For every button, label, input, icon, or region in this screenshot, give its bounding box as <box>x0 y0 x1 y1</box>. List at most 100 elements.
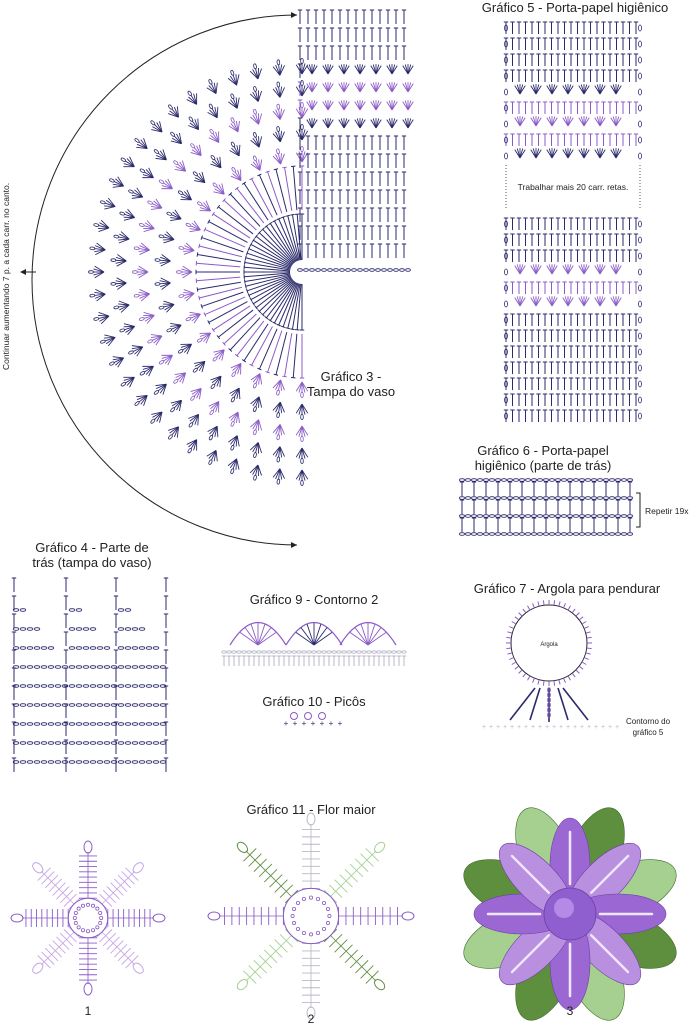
chain-stitch <box>61 684 69 688</box>
chain-stitch <box>615 532 622 536</box>
fan-stitch <box>578 149 585 159</box>
picot-loop <box>318 712 326 720</box>
fan-stitch <box>218 184 225 195</box>
ray-stitch <box>284 167 293 211</box>
stitch-top-bar <box>254 234 258 239</box>
ring-stitch <box>537 679 540 685</box>
chain-stitch <box>470 514 477 518</box>
stitch-top-bar <box>244 255 247 261</box>
fan-stitch <box>279 424 283 436</box>
plus-stitch: + <box>524 724 528 731</box>
fan-stitch <box>322 101 329 111</box>
fan-stitch <box>176 106 179 118</box>
fan-stitch <box>583 296 588 307</box>
fan-stitch <box>278 424 281 436</box>
stitch-top-bar <box>243 279 246 284</box>
fan-stitch <box>98 312 110 317</box>
chain-stitch <box>47 646 55 650</box>
fan-stitch <box>301 129 306 141</box>
ray-stitch <box>275 169 288 213</box>
chain-stitch <box>276 478 281 485</box>
arm-tip-loop <box>83 982 93 996</box>
fan-stitch <box>230 175 242 181</box>
ray-stitch <box>212 305 251 331</box>
chain-stitch <box>93 223 100 227</box>
fan-stitch <box>189 228 201 231</box>
fan-stitch <box>143 365 154 373</box>
chain-stitch <box>482 496 489 500</box>
plus-stitch: + <box>302 719 307 728</box>
fan-stitch <box>190 94 198 105</box>
chain-stitch <box>585 532 592 536</box>
chain-stitch <box>109 361 115 366</box>
chain-stitch <box>96 665 104 669</box>
chain-stitch <box>494 478 501 482</box>
chain-stitch <box>47 703 55 707</box>
fan-stitch <box>359 65 366 75</box>
fan-stitch <box>535 149 542 159</box>
fan-stitch <box>175 372 186 378</box>
fan-stitch <box>356 82 361 93</box>
fan-stitch <box>236 97 240 109</box>
fan-stitch <box>599 296 604 307</box>
fan-stitch <box>210 375 222 381</box>
chain-stitch <box>26 627 34 631</box>
fan-stitch <box>306 119 313 129</box>
fan-stitch <box>275 446 281 457</box>
fan-stitch <box>211 426 218 437</box>
fan-stitch <box>275 402 281 413</box>
chain-stitch <box>147 200 153 205</box>
chain-stitch <box>110 684 118 688</box>
center-stitch <box>73 910 78 915</box>
fan-stitch <box>143 311 155 316</box>
fan-stitch <box>177 163 186 172</box>
chain-stitch <box>504 284 508 292</box>
fan-stitch <box>229 387 240 394</box>
ray-stitch <box>245 257 291 270</box>
chain-stitch <box>504 120 508 128</box>
chain-stitch <box>504 236 508 244</box>
fan-stitch <box>197 414 199 426</box>
fan-stitch <box>516 264 521 275</box>
fan-stitch <box>404 100 409 111</box>
chain-stitch <box>110 282 117 286</box>
chain-stitch <box>103 760 111 764</box>
fan-stitch <box>140 139 148 149</box>
fan-stitch <box>170 217 182 220</box>
chain-stitch <box>555 514 562 518</box>
chain-stitch <box>176 270 182 274</box>
fan-stitch <box>216 106 219 118</box>
chain-stitch <box>464 514 471 518</box>
ray-stitch <box>258 328 278 370</box>
fan-stitch <box>567 297 574 307</box>
fan-stitch <box>272 110 281 120</box>
fan-stitch <box>123 163 135 168</box>
chart-3-pointer-head <box>20 269 26 275</box>
fan-stitch <box>324 82 329 93</box>
ray-stitch <box>258 174 278 216</box>
chain-stitch <box>401 650 407 654</box>
ring-stitch <box>575 612 580 617</box>
plus-stitch: + <box>517 724 521 731</box>
chain-stitch <box>124 665 132 669</box>
stitch-top-bar <box>222 198 226 203</box>
fan-stitch <box>186 439 197 445</box>
chain-stitch <box>150 120 156 126</box>
fan-stitch <box>232 458 238 470</box>
fan-stitch <box>181 372 187 384</box>
center-stitch <box>290 914 295 919</box>
fan-stitch <box>115 357 124 366</box>
chain-stitch <box>331 650 337 654</box>
fan-stitch <box>327 118 332 129</box>
chain-stitch <box>132 270 138 274</box>
fan-stitch <box>298 381 303 393</box>
fan-stitch <box>535 297 542 307</box>
chain-stitch <box>212 182 218 188</box>
strand-stitch <box>557 687 569 721</box>
chain-stitch <box>61 760 69 764</box>
ring-stitch <box>571 608 576 614</box>
fan-stitch <box>250 116 259 125</box>
chain-stitch <box>579 478 586 482</box>
fan-stitch <box>301 86 309 97</box>
chart-11-flower: Gráfico 11 - Flor maior 1 2 3 <box>10 802 677 1024</box>
